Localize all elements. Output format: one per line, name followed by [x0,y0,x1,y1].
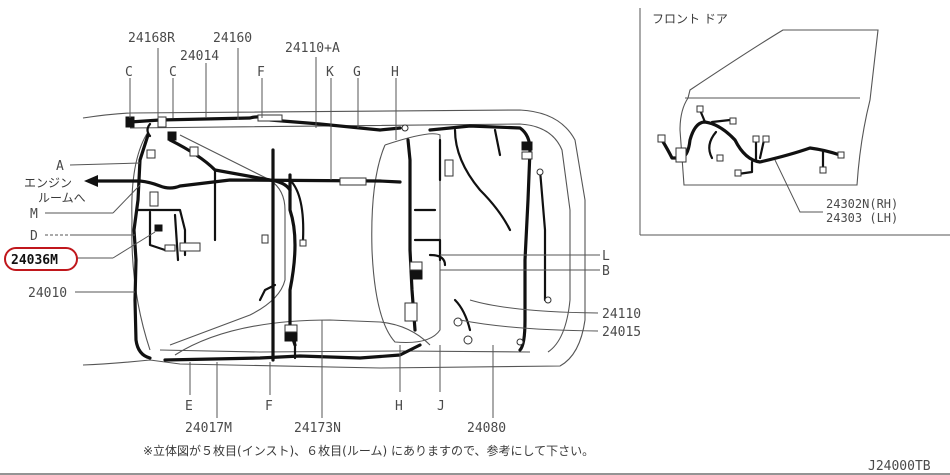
label-C-right: C [169,65,177,80]
label-engine-room-line2: ルームへ [38,191,86,205]
label-B: B [602,264,610,279]
label-E: E [185,399,193,414]
label-24160: 24160 [213,31,252,46]
label-24110: 24110 [602,307,641,322]
label-24110-plus-a: 24110+A [285,41,340,56]
label-F-bottom: F [265,399,273,414]
label-J: J [437,399,445,414]
label-M: M [30,207,38,222]
car-body-outline [82,109,600,369]
label-24173N: 24173N [294,421,341,436]
label-H-bottom: H [395,399,403,414]
label-F-top: F [257,65,265,80]
label-K: K [326,65,334,80]
highlight-ring [4,247,78,271]
footnote: ※立体図が５枚目(インスト)、６枚目(ルーム) にありますので、参考にして下さい… [143,443,594,458]
left-callouts [45,162,156,293]
front-door-inset [639,8,950,236]
label-24168R: 24168R [128,31,175,46]
top-callouts [129,48,397,180]
label-24036M-highlighted[interactable]: 24036M [11,253,58,268]
label-C-left: C [125,65,133,80]
label-24302N-RH: 24302N(RH) [826,197,898,211]
label-G: G [353,65,361,80]
inset-title-front-door: フロント ドア [652,12,728,26]
drawing-code: J24000TB [868,459,931,474]
label-24080: 24080 [467,421,506,436]
label-24014: 24014 [180,49,219,64]
label-24303-LH: 24303 (LH) [826,211,898,225]
label-D: D [30,229,38,244]
label-24017M: 24017M [185,421,232,436]
label-H-top: H [391,65,399,80]
wiring-harness [84,114,552,362]
label-L: L [602,249,610,264]
label-A: A [56,159,64,174]
label-engine-room-line1: エンジン [24,176,72,190]
label-24010: 24010 [28,286,67,301]
right-callouts [440,254,599,332]
bottom-callouts [189,320,494,418]
label-24015: 24015 [602,325,641,340]
